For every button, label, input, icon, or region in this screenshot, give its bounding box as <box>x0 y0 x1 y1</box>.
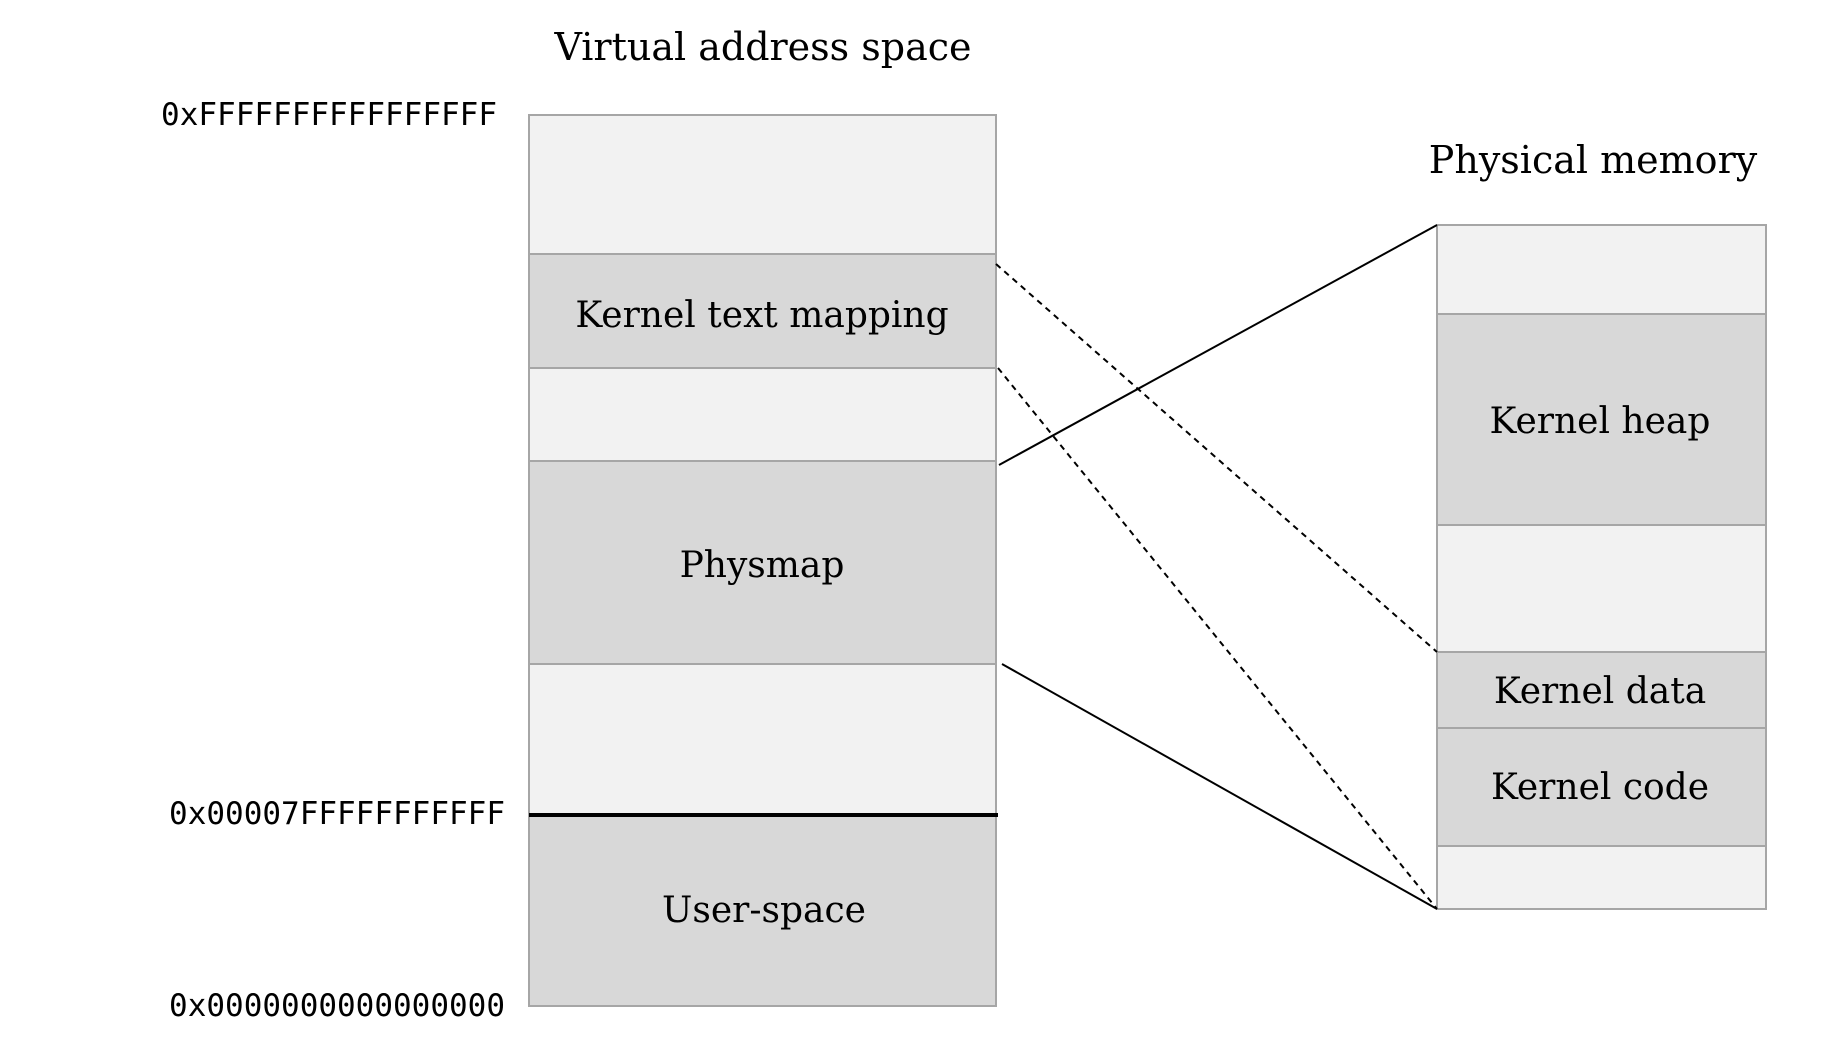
kernel-text-mapping-label: Kernel text mapping <box>575 295 948 336</box>
physical-region-middle-free <box>1436 524 1767 653</box>
address-user-boundary-label: 0x00007FFFFFFFFFFF <box>169 796 505 832</box>
virtual-address-column: Kernel text mapping Physmap User-space <box>528 114 998 1007</box>
kernel-code-label: Kernel code <box>1491 767 1709 808</box>
physmap-mapping-top-line <box>998 224 1438 466</box>
physical-region-kernel-data <box>1436 651 1767 729</box>
address-bottom-label: 0x0000000000000000 <box>169 988 505 1024</box>
mapping-lines <box>995 224 1438 910</box>
virtual-region-top-unused <box>528 114 997 255</box>
kernel-text-mapping-bottom-dashed-line <box>997 367 1438 910</box>
physmap-label: Physmap <box>680 545 845 586</box>
kernel-heap-label: Kernel heap <box>1490 401 1711 442</box>
kernel-text-mapping-top-dashed-line <box>995 263 1438 653</box>
kernel-data-label: Kernel data <box>1494 671 1706 712</box>
virtual-region-gap <box>528 367 997 462</box>
virtual-region-kernel-text-mapping <box>528 253 997 369</box>
physical-region-kernel-code <box>1436 727 1767 847</box>
virtual-region-physmap <box>528 460 997 665</box>
address-top-label: 0xFFFFFFFFFFFFFFFF <box>161 97 497 133</box>
physical-region-kernel-heap <box>1436 313 1767 526</box>
physical-region-top-free <box>1436 224 1767 315</box>
physmap-mapping-bottom-line <box>1001 663 1438 910</box>
physical-memory-title: Physical memory <box>1429 138 1758 182</box>
physical-memory-column: Kernel heap Kernel data Kernel code <box>1436 224 1767 910</box>
user-space-label: User-space <box>662 890 866 931</box>
virtual-region-lower-unused <box>528 663 997 816</box>
physical-region-bottom-free <box>1436 845 1767 910</box>
virtual-address-space-title: Virtual address space <box>553 25 971 69</box>
